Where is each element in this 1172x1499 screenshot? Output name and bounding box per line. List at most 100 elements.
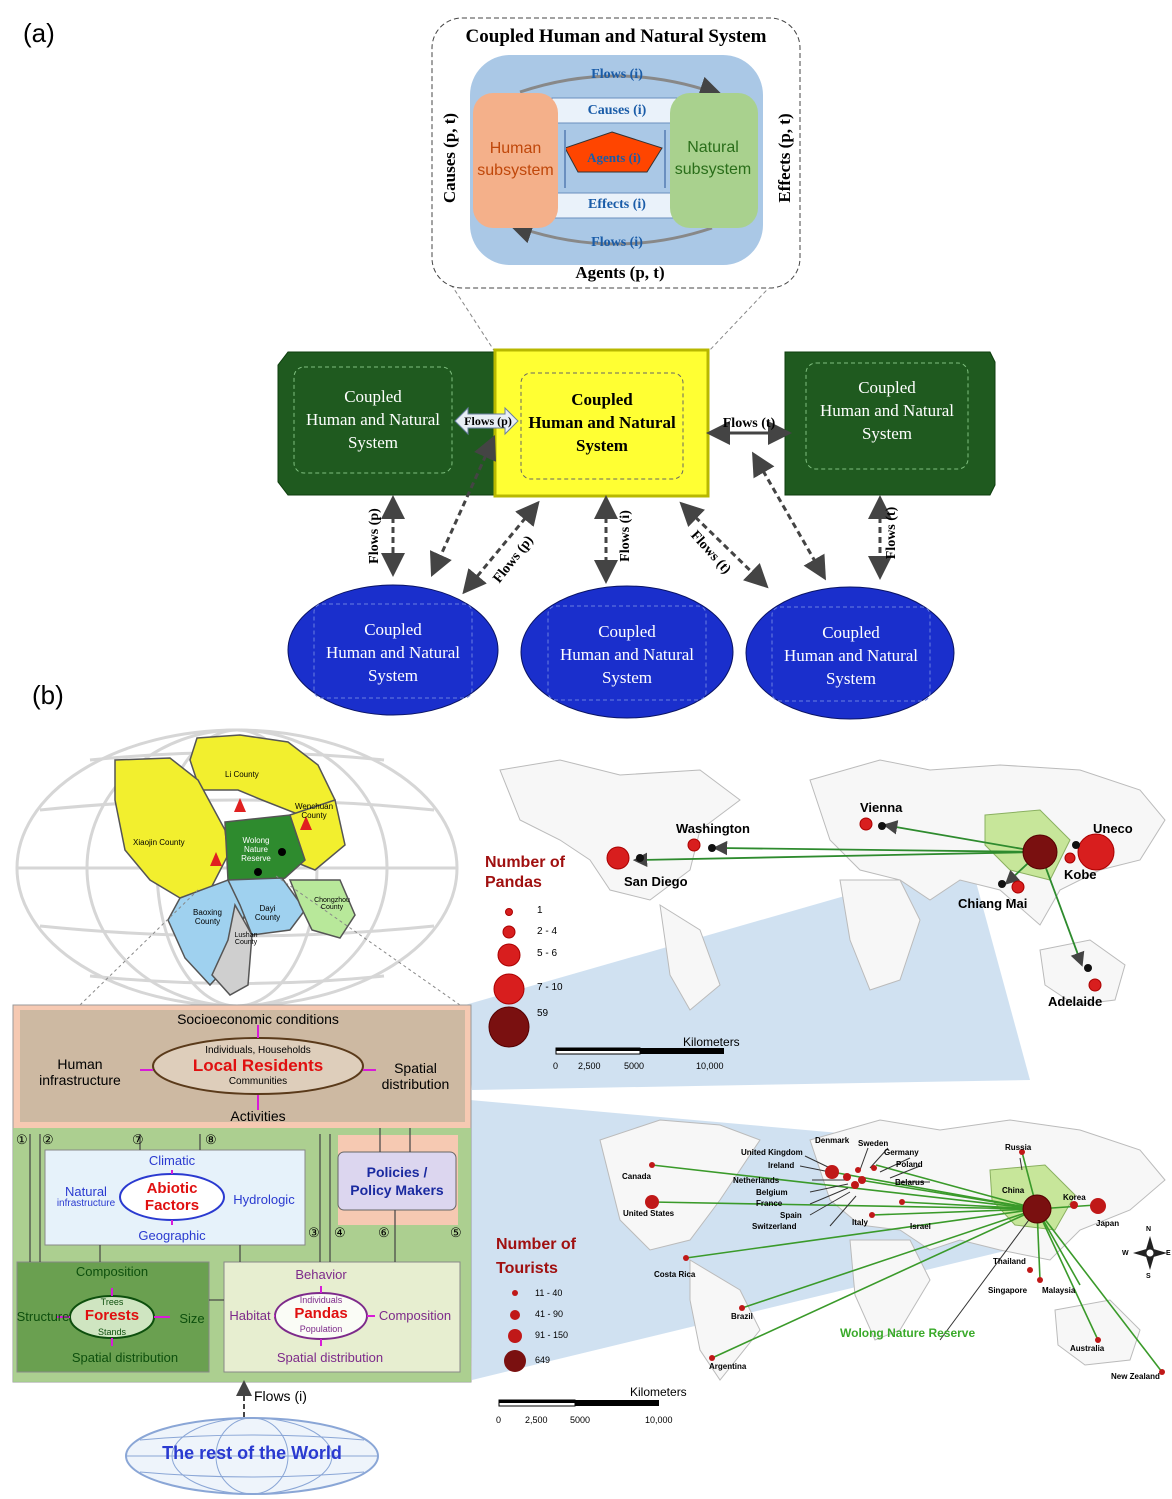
tourist-dots bbox=[645, 1149, 1165, 1375]
country-brazil: Brazil bbox=[731, 1312, 753, 1321]
rest-of-world-globe bbox=[125, 1417, 379, 1495]
policies-label: Policies /Policy Makers bbox=[350, 1164, 444, 1198]
pandas-individuals: Individuals bbox=[299, 1295, 343, 1305]
scale2-tick-0: 0 bbox=[496, 1415, 502, 1425]
country-new-zealand: New Zealand bbox=[1111, 1372, 1160, 1381]
system-ellipse-2 bbox=[520, 585, 734, 719]
natural-subsystem-box bbox=[670, 93, 758, 228]
county-lushan: Lushan County bbox=[234, 932, 258, 946]
country-china: China bbox=[1002, 1186, 1025, 1195]
country-denmark: Denmark bbox=[815, 1136, 850, 1145]
tourist-pointers bbox=[799, 1147, 1038, 1341]
country-costa-rica: Costa Rica bbox=[654, 1270, 696, 1279]
country-thailand: Thailand bbox=[993, 1257, 1026, 1266]
pandas-legend-2: 2 - 4 bbox=[537, 926, 558, 937]
hydrologic-label: Hydrologic bbox=[233, 1192, 295, 1207]
flow-number-2: ② bbox=[42, 1132, 54, 1147]
wolong-reserve-label: Wolong Nature Reserve bbox=[840, 1326, 976, 1340]
geographic-label: Geographic bbox=[138, 1228, 206, 1243]
country-france: France bbox=[756, 1199, 783, 1208]
pandas-title: Pandas bbox=[294, 1305, 348, 1322]
pandas-legend-1: 1 bbox=[537, 905, 543, 916]
city-san-diego: San Diego bbox=[624, 874, 688, 889]
agents-bottom-label: Agents (p, t) bbox=[575, 263, 665, 282]
tourists-legend-1: 11 - 40 bbox=[535, 1288, 563, 1298]
scale2-title: Kilometers bbox=[630, 1385, 687, 1399]
county-dayi: Dayi County bbox=[254, 904, 281, 922]
country-argentina: Argentina bbox=[709, 1362, 747, 1371]
country-united-kingdom: United Kingdom bbox=[741, 1148, 803, 1157]
compass-icon bbox=[1133, 1236, 1167, 1270]
pandas-population: Population bbox=[299, 1324, 343, 1334]
forests-spatial: Spatial distribution bbox=[71, 1350, 179, 1365]
effects-mid-label: Effects (i) bbox=[588, 197, 646, 212]
agents-mid-label: Agents (i) bbox=[587, 150, 641, 165]
human-subsystem-box bbox=[473, 93, 558, 228]
country-ireland: Ireland bbox=[768, 1161, 795, 1170]
pandas-legend-3: 5 - 6 bbox=[537, 948, 558, 959]
country-israel: Israel bbox=[910, 1222, 931, 1231]
country-poland: Poland bbox=[896, 1160, 923, 1169]
country-belarus: Belarus bbox=[895, 1178, 925, 1187]
forests-structure: Structure bbox=[16, 1309, 70, 1324]
country-canada: Canada bbox=[622, 1172, 651, 1181]
flow-number-6: ⑥ bbox=[378, 1225, 390, 1240]
tourists-legend-2: 41 - 90 bbox=[535, 1309, 564, 1319]
zoom-title: Coupled Human and Natural System bbox=[465, 26, 767, 47]
flow-number-5: ⑤ bbox=[450, 1225, 462, 1240]
country-italy: Italy bbox=[852, 1218, 869, 1227]
forests-title: Forests bbox=[84, 1307, 140, 1324]
country-korea: Korea bbox=[1063, 1193, 1086, 1202]
pandas-habitat: Habitat bbox=[229, 1308, 271, 1323]
country-australia: Australia bbox=[1070, 1344, 1105, 1353]
scale1-tick-3: 10,000 bbox=[696, 1061, 724, 1071]
country-russia: Russia bbox=[1005, 1143, 1032, 1152]
county-wolong: Wolong Nature Reserve bbox=[241, 836, 271, 863]
county-map bbox=[114, 734, 356, 996]
county-baoxing: Baoxing County bbox=[193, 908, 222, 926]
scale1-tick-0: 0 bbox=[553, 1061, 559, 1071]
pandas-spatial: Spatial distribution bbox=[276, 1350, 384, 1365]
forests-stands: Stands bbox=[97, 1327, 127, 1337]
flows-p-arrow bbox=[454, 406, 519, 436]
city-uneco: Uneco bbox=[1093, 821, 1133, 836]
flow-number-8: ⑧ bbox=[205, 1132, 217, 1147]
city-kobe: Kobe bbox=[1064, 867, 1097, 882]
residents-links bbox=[57, 1025, 376, 1346]
county-li: Li County bbox=[225, 770, 259, 779]
pandas-legend-4: 7 - 10 bbox=[537, 982, 563, 993]
compass-e: E bbox=[1166, 1250, 1171, 1257]
city-chiang-mai: Chiang Mai bbox=[958, 896, 1028, 911]
city-washington: Washington bbox=[676, 821, 750, 836]
flows-p-label: Flows (p) bbox=[464, 414, 512, 428]
tourists-legend-3: 91 - 150 bbox=[535, 1330, 569, 1340]
county-chongzhou: Chongzhou County bbox=[314, 897, 350, 911]
residents-title: Local Residents bbox=[192, 1056, 324, 1075]
city-adelaide: Adelaide bbox=[1048, 994, 1103, 1009]
policies-box bbox=[337, 1151, 457, 1211]
country-singapore: Singapore bbox=[988, 1286, 1028, 1295]
panel-a-label: (a) bbox=[23, 18, 55, 48]
scale1-tick-1: 2,500 bbox=[578, 1061, 601, 1071]
pandas-composition: Composition bbox=[378, 1308, 452, 1323]
socio-label: Socioeconomic conditions bbox=[177, 1011, 339, 1027]
flows-bottom-label: Flows (i) bbox=[591, 235, 643, 250]
compass-w: W bbox=[1122, 1250, 1129, 1257]
flow-number-1: ① bbox=[16, 1132, 28, 1147]
compass-s: S bbox=[1146, 1273, 1151, 1280]
flows-top-label: Flows (i) bbox=[591, 67, 643, 82]
flows-t-label: Flows (t) bbox=[722, 416, 776, 431]
pandas-legend-5: 59 bbox=[537, 1008, 549, 1019]
residents-individuals: Individuals, Households bbox=[205, 1045, 311, 1056]
country-united-states: United States bbox=[623, 1209, 675, 1218]
tourists-legend-4: 649 bbox=[535, 1355, 551, 1365]
country-belgium: Belgium bbox=[756, 1188, 788, 1197]
